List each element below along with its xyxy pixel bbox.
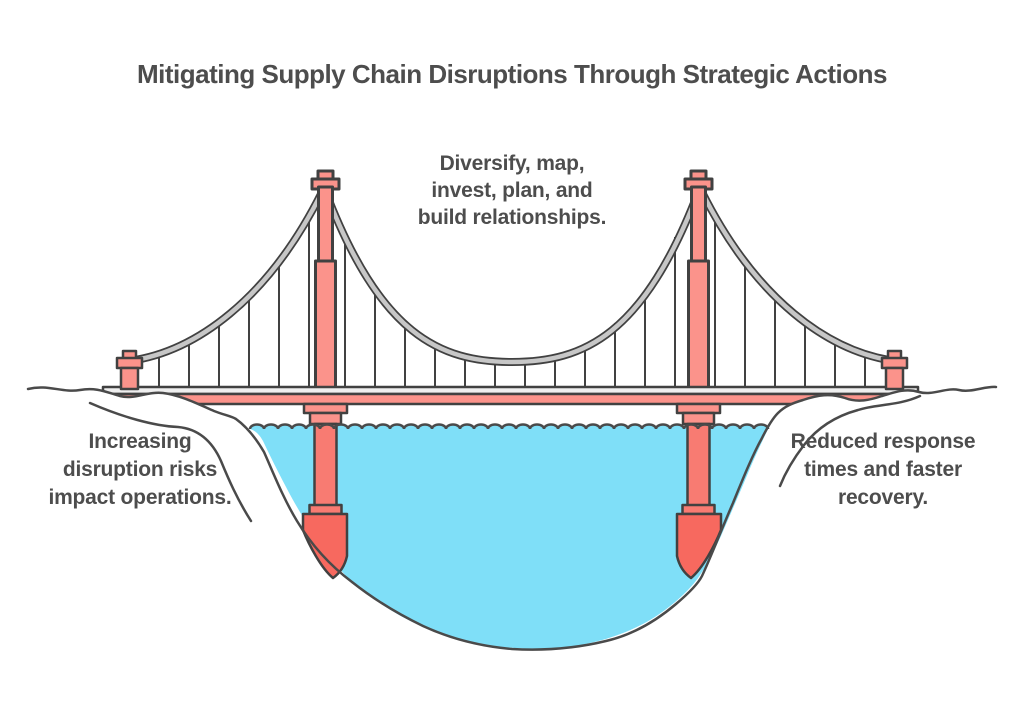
anchor-pier-right (880, 349, 909, 391)
tower-right-lower-column (687, 259, 710, 391)
tower-left-underwater-column (313, 422, 338, 509)
tower-right-collar (681, 503, 716, 516)
annotation-span-strategies: Diversify, map, invest, plan, and build … (417, 152, 607, 229)
tower-right-capital (681, 411, 716, 426)
anchor-pier-right-body (884, 366, 905, 391)
tower-left-pier (301, 402, 349, 580)
tower-right (683, 169, 714, 391)
tower-left-deck-cap (302, 402, 349, 415)
cliff-contour-left (88, 401, 253, 523)
water-body (250, 424, 769, 649)
tower-left (310, 169, 341, 391)
cable-right-span (698, 188, 899, 365)
anchor-pier-left (115, 349, 144, 391)
annotation-far-shore-outcome: Reduced response times and faster recove… (790, 430, 976, 509)
cable-left-span-fill (126, 189, 325, 364)
anchor-pier-right-cap (880, 356, 909, 370)
terrain-outline (26, 385, 998, 651)
annotation-near-shore-risks: Increasing disruption risks impact opera… (48, 430, 232, 509)
tower-right-deck-cap (675, 402, 722, 415)
tower-left-capital (308, 411, 343, 426)
water-surface-line (248, 423, 770, 430)
tower-right-upper-column (690, 185, 707, 266)
tower-right-pier (675, 402, 723, 580)
cable-left-span (125, 188, 326, 365)
page-title: Mitigating Supply Chain Disruptions Thro… (137, 59, 887, 89)
tower-right-underwater-column (686, 422, 711, 509)
cable-right-span-fill (699, 189, 898, 364)
tower-left-lower-column (314, 259, 337, 391)
suspension-cables (125, 186, 899, 367)
land-mass (0, 386, 1024, 705)
cable-main-span-fill (322, 187, 702, 365)
hanger-lines (158, 213, 866, 390)
anchor-pier-left-cap (115, 356, 144, 370)
cliff-contour-right (778, 394, 922, 488)
anchor-pier-left-body (119, 366, 140, 391)
tower-left-footing (301, 512, 349, 580)
tower-left-upper-column (317, 185, 334, 266)
tower-left-collar (308, 503, 343, 516)
